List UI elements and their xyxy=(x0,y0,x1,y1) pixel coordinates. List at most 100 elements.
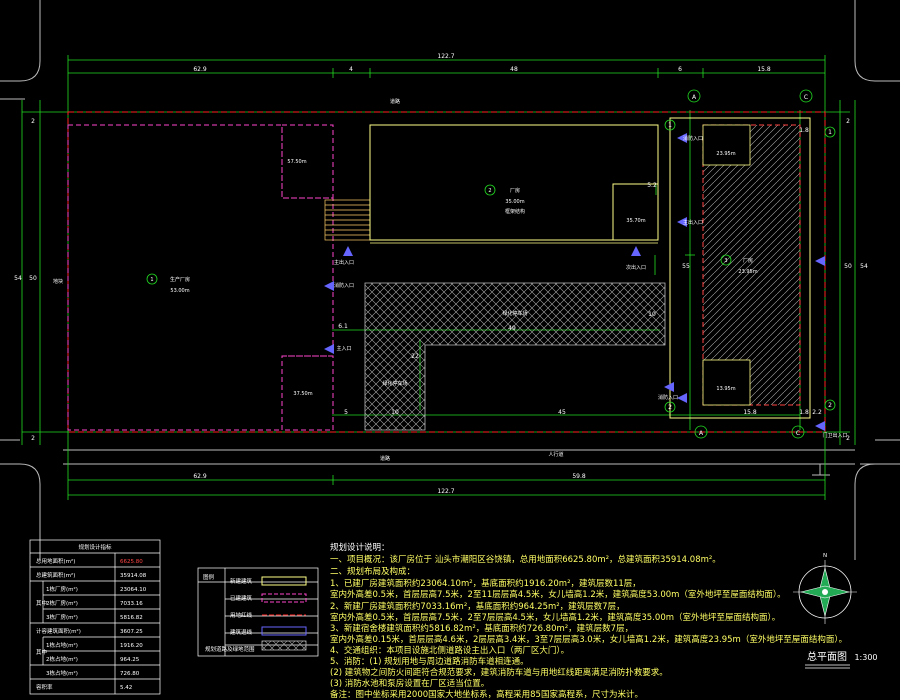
road-bottom-right: 人行道 xyxy=(548,451,563,458)
ind-row-7-label: 1栋占地(m²) xyxy=(46,641,78,649)
axis-a-top: A xyxy=(692,94,697,101)
notes-line-10: 5、消防：(1) 规划用地与周边道路消防车道相连通。 xyxy=(330,656,529,667)
ind-row-4-value: 7033.16 xyxy=(120,601,143,607)
b3-annex-top: 23.95m xyxy=(716,151,735,157)
ind-row-2-value: 35914.08 xyxy=(120,573,147,579)
dim-inner-55: 55 xyxy=(682,263,690,270)
notes-line-1: 一、项目概况：该厂房位于 汕头市潮阳区谷饶镇，总用地面积6625.80m²，总建… xyxy=(330,554,721,565)
building-3-bottom-annex xyxy=(702,359,751,406)
b2-sub: 框架结构 xyxy=(505,208,525,215)
notes-line-8: 室内外高差0.15米，首层层高4.6米，2层层高3.4米，3至7层层高3.0米，… xyxy=(330,634,847,645)
dim-bottom-total: 122.7 xyxy=(437,488,454,495)
building-1-bottom-annex xyxy=(281,355,334,431)
entrance-label-1: 主出入口 xyxy=(334,259,354,266)
notes-line-3: 1、已建厂房建筑面积约23064.10m²，基底面积约1916.20m²，建筑层… xyxy=(330,578,641,589)
ind-row-7-value: 1916.20 xyxy=(120,643,143,649)
legend-row-3: 用地红线 xyxy=(230,611,253,619)
ind-row-5-label: 3栋厂房(m²) xyxy=(46,613,78,621)
ind-row-9-label: 3栋占地(m²) xyxy=(46,669,78,677)
notes-title: 规划设计说明： xyxy=(330,542,390,553)
compass-north: N xyxy=(823,553,827,559)
annex-bottom-height: 37.50m xyxy=(293,391,312,397)
legend-row-2: 已建建筑 xyxy=(230,594,253,602)
notes-line-2: 二、规划布局及构成： xyxy=(330,566,415,577)
axis-mark-4: 2 xyxy=(828,402,832,409)
notes-line-4: 室内外高差0.5米，首层层高7.5米，2至11层层高4.5米，女儿墙高1.2米，… xyxy=(330,589,786,600)
notes-line-12: (3) 消防水池和泵房设置在厂区适当位置。 xyxy=(330,678,489,689)
ind-row-4-label: 2栋厂房(m²) xyxy=(46,599,78,607)
dim-right-top: 2 xyxy=(846,118,850,125)
building-1-outline xyxy=(67,124,334,431)
building-2-stair-core xyxy=(612,183,659,241)
notes-line-7: 3、新建宿舍楼建筑面积约5816.82m²，基底面积约726.80m²，建筑层数… xyxy=(330,623,633,634)
ind-side-1: 其中 xyxy=(36,599,47,607)
ind-row-6-value: 3607.25 xyxy=(120,629,143,635)
b1-name: 生产厂房 xyxy=(170,276,190,283)
dim-inner-49: 49 xyxy=(508,325,516,332)
building-1-top-annex xyxy=(281,124,334,199)
building-3-frame xyxy=(669,117,811,419)
entrance-label-6: 主出入口 xyxy=(683,219,703,226)
indicator-table-text: 规划设计指标 总用地面积(m²) 6625.80 总建筑面积(m²) 35914… xyxy=(36,543,147,691)
parking-court-hatch xyxy=(364,282,666,431)
axis-mark-2: 2 xyxy=(668,404,672,411)
ind-row-9-value: 726.80 xyxy=(120,671,140,677)
ind-row-3-label: 1栋厂房(m²) xyxy=(46,585,78,593)
entrance-label-7: 消防入口 xyxy=(658,394,678,401)
court-label: 绿化停车场 xyxy=(502,310,527,317)
building-3-top-annex xyxy=(702,124,751,166)
notes-line-13: 备注：图中坐标采用2000国家大地坐标系，高程采用85国家高程系，尺寸为米计。 xyxy=(330,689,643,700)
dim-inner-52: 5.2 xyxy=(647,182,657,189)
b3-number: 3 xyxy=(724,258,727,264)
legend-row-4: 建筑退线 xyxy=(230,628,253,636)
dim-left-bottom: 2 xyxy=(31,435,35,442)
b2-name: 厂房 xyxy=(510,187,520,194)
b3-annex-bottom: 13.95m xyxy=(716,386,735,392)
ind-row-8-value: 964.25 xyxy=(120,657,140,663)
ind-row-10-value: 5.42 xyxy=(120,685,132,691)
dim-right-total: 54 xyxy=(860,263,868,270)
dim-left-total: 54 xyxy=(14,275,22,282)
dim-left-inner: 50 xyxy=(29,275,37,282)
dim-top-5: 15.8 xyxy=(757,66,771,73)
design-notes: 规划设计说明： 一、项目概况：该厂房位于 汕头市潮阳区谷饶镇，总用地面积6625… xyxy=(330,542,847,700)
ind-row-3-value: 23064.10 xyxy=(120,587,147,593)
ind-row-1-label: 总用地面积(m²) xyxy=(36,557,75,565)
dim-top-3: 48 xyxy=(510,66,518,73)
road-bottom: 道路 xyxy=(380,455,390,462)
court-label-2: 绿化停车场 xyxy=(382,380,407,387)
b1-number: 1 xyxy=(150,277,153,283)
north-compass: N xyxy=(793,553,857,624)
dim-top-1: 62.9 xyxy=(193,66,207,73)
entrance-labels: 主出入口 次出入口 消防入口 主入口 消防入口 主出入口 消防入口 xyxy=(334,135,703,401)
dim-inner-22b: 22 xyxy=(411,353,419,360)
dim-left-top: 2 xyxy=(31,118,35,125)
entrance-label-3: 消防入口 xyxy=(334,282,354,289)
indicator-table xyxy=(29,539,161,695)
ind-row-10-label: 容积率 xyxy=(36,683,53,691)
legend-swatches xyxy=(261,576,307,651)
ind-row-5-value: 5816.82 xyxy=(120,615,143,621)
road-label-group: 道路 道路 人行道 门卫出入口 xyxy=(380,98,848,462)
dim-inner-22: 2.2 xyxy=(812,409,822,416)
dim-bottom-1: 62.9 xyxy=(193,473,207,480)
axis-c-bottom: C xyxy=(796,430,800,437)
legend-row-5: 规划道路及绿地范围 xyxy=(205,645,255,653)
dim-inner-45: 45 xyxy=(558,409,566,416)
dim-inner-5: 5 xyxy=(344,409,348,416)
b2-number: 2 xyxy=(488,188,491,194)
entrance-markers xyxy=(324,133,825,431)
gate-label: 门卫出入口 xyxy=(822,432,847,439)
notes-line-11: (2) 建筑物之间防火间距符合规范要求，建筑消防车道与用地红线距离满足消防扑救要… xyxy=(330,667,668,678)
axis-letters: A C A C 1 2 1 2 xyxy=(668,94,832,437)
dim-inner-10: 10 xyxy=(391,409,399,416)
dim-inner-158: 15.8 xyxy=(743,409,757,416)
entrance-label-2: 次出入口 xyxy=(626,264,646,271)
drawing-title: 总平面图 xyxy=(807,650,847,663)
dim-bottom-2: 59.8 xyxy=(572,473,586,480)
annex-top-height: 57.50m xyxy=(287,159,306,165)
dim-right-bottom: 2 xyxy=(846,435,850,442)
notes-line-5: 2、新建厂房建筑面积约7033.16m²，基底面积约964.25m²，建筑层数7… xyxy=(330,601,625,612)
dim-inner-10b: 10 xyxy=(648,311,656,318)
dim-right-inner: 50 xyxy=(844,263,852,270)
